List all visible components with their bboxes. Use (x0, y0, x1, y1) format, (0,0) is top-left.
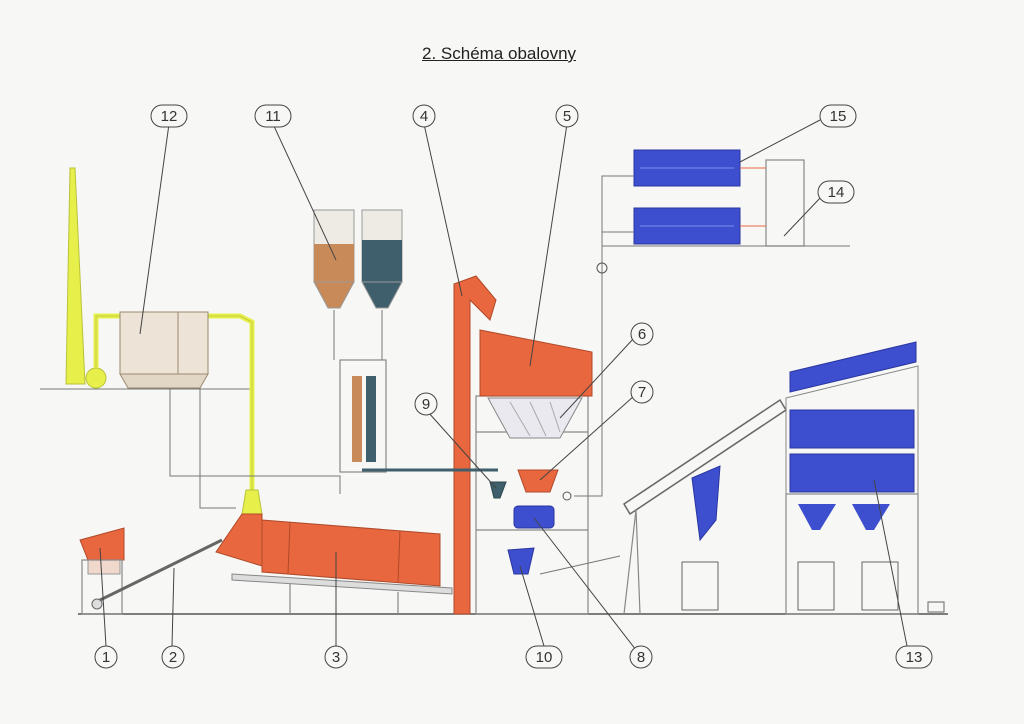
filler-elevator-right (366, 376, 376, 462)
label-2: 2 (161, 645, 185, 669)
svg-text:2: 2 (169, 649, 177, 666)
svg-text:7: 7 (638, 384, 646, 401)
burner-cone (241, 489, 263, 515)
bag-filter-hopper (119, 373, 209, 389)
svg-text:15: 15 (830, 108, 847, 125)
bridge-leg (623, 509, 637, 615)
leader-10 (519, 565, 545, 647)
filler-elevator-left (352, 376, 362, 462)
pump (562, 491, 572, 501)
silo-support (785, 493, 919, 615)
exhaust-fan (85, 367, 107, 389)
truck (861, 561, 899, 611)
hot-elevator (453, 275, 497, 615)
label-4: 4 (412, 104, 436, 128)
svg-text:9: 9 (422, 396, 430, 413)
bin-hatch (549, 401, 561, 433)
svg-text:4: 4 (420, 108, 428, 125)
belt-conveyor (91, 538, 223, 606)
thermal-oil-heater (765, 159, 805, 247)
skip-track (539, 555, 621, 575)
leader-12 (139, 123, 170, 335)
label-3: 3 (324, 645, 348, 669)
svg-text:6: 6 (638, 326, 646, 343)
bin-hatch (509, 401, 531, 437)
feed-hopper (79, 527, 125, 561)
svg-text:12: 12 (161, 108, 178, 125)
svg-text:3: 3 (332, 649, 340, 666)
svg-text:14: 14 (828, 184, 845, 201)
leader-14 (783, 195, 823, 237)
leader-15 (739, 119, 821, 163)
label-15: 15 (819, 104, 857, 128)
label-1: 1 (94, 645, 118, 669)
bridge-hopper (691, 465, 721, 542)
silo-outlet (852, 504, 890, 530)
filler-silo-left-fill (314, 244, 354, 282)
duct-outline (95, 315, 253, 490)
svg-text:1: 1 (102, 649, 110, 666)
leader-2 (171, 567, 175, 647)
label-5: 5 (555, 104, 579, 128)
leader-11 (272, 123, 337, 261)
feeder (87, 559, 121, 575)
bag-filter (119, 311, 209, 375)
leader-4 (423, 123, 463, 297)
vibrating-screen (479, 329, 593, 397)
label-7: 7 (630, 380, 654, 404)
label-11: 11 (254, 104, 292, 128)
leader-7 (539, 395, 635, 481)
filler-silo-left-cone (313, 281, 355, 309)
label-6: 6 (630, 322, 654, 346)
storage-silo-lower (789, 453, 915, 493)
drum-ring (287, 521, 291, 575)
label-8: 8 (629, 645, 653, 669)
filler-return-pipe (169, 388, 341, 494)
drum-base (231, 573, 453, 595)
svg-text:8: 8 (637, 649, 645, 666)
svg-text:10: 10 (536, 649, 553, 666)
conveyor-roller (91, 598, 103, 610)
label-14: 14 (817, 180, 855, 204)
storage-silo-roof (789, 341, 917, 393)
bitumen-pump (596, 262, 608, 274)
diagram-title: 2. Schéma obalovny (422, 44, 577, 63)
truck (797, 561, 835, 611)
leader-8 (533, 517, 637, 651)
chimney (65, 167, 86, 385)
label-12: 12 (150, 104, 188, 128)
svg-text:11: 11 (265, 108, 281, 125)
mixer (513, 505, 555, 529)
label-9: 9 (414, 392, 438, 416)
silo-outlet (798, 504, 836, 530)
leader-6 (559, 337, 635, 419)
control-unit (927, 601, 945, 613)
storage-silo-upper (789, 409, 915, 449)
leader-9 (427, 411, 497, 489)
filter-dust-pipe (199, 388, 236, 509)
leader-5 (529, 123, 568, 367)
label-10: 10 (525, 645, 563, 669)
bridge-leg (635, 509, 641, 615)
bitumen-line (574, 175, 634, 497)
aggregate-scale (517, 469, 559, 493)
drying-drum (261, 519, 441, 587)
leader-13 (873, 479, 908, 647)
bin-hatch (529, 401, 547, 437)
svg-text:5: 5 (563, 108, 571, 125)
drum-ring (397, 530, 401, 584)
svg-text:13: 13 (906, 649, 923, 666)
filler-silo-right-cone (361, 281, 403, 309)
truck (681, 561, 719, 611)
label-13: 13 (895, 645, 933, 669)
filler-elevator-casing (339, 359, 387, 473)
skip-hoist-car (507, 547, 535, 575)
drum-inlet (215, 513, 263, 567)
filler-silo-right-fill (362, 240, 402, 282)
feeder-frame (81, 559, 123, 615)
leader-1 (99, 547, 107, 647)
